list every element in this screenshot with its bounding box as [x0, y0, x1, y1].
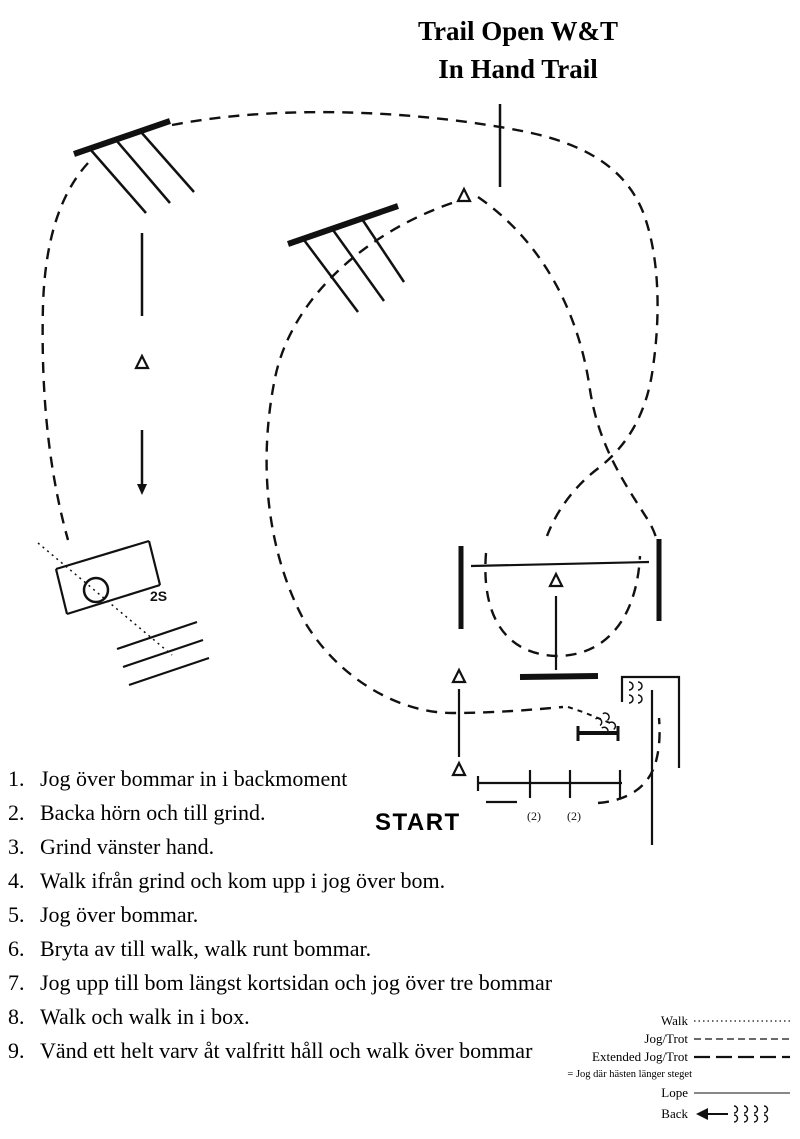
back-symbol-sample [696, 1105, 769, 1123]
instruction-item-5: 5. Jog över bommar. [8, 898, 573, 932]
cone-markers [134, 186, 564, 777]
instruction-text: Jog över bommar in i backmoment [40, 766, 348, 791]
cone-marker-top [456, 186, 472, 203]
walk-line-sample [694, 1020, 790, 1022]
legend-label-extended: Extended Jog/Trot [592, 1049, 688, 1064]
instruction-item-8: 8. Walk och walk in i box. [8, 1000, 573, 1034]
instruction-number: 5. [8, 902, 25, 927]
course-path-lines [41, 110, 662, 805]
legend-row-lope: Lope [542, 1084, 792, 1102]
instruction-number: 8. [8, 1004, 25, 1029]
path-left-descent [41, 162, 89, 541]
instruction-text: Grind vänster hand. [40, 834, 215, 859]
instruction-text: Vänd ett helt varv åt valfritt håll och … [40, 1038, 533, 1063]
path-obstacle-half-circle [484, 552, 642, 658]
title-line-2: In Hand Trail [438, 54, 598, 84]
instruction-number: 3. [8, 834, 25, 859]
instruction-text: Bryta av till walk, walk runt bommar. [40, 936, 372, 961]
path-big-center-loop [265, 201, 564, 715]
instruction-number: 7. [8, 970, 25, 995]
legend-note: = Jog där hästen länger steget [567, 1069, 692, 1080]
obstacle-gate [37, 539, 210, 687]
legend-label-back: Back [661, 1106, 688, 1121]
extended-jog-line-sample [694, 1055, 790, 1059]
instruction-text: Backa hörn och till grind. [40, 800, 266, 825]
cone-marker-lower-2 [451, 760, 467, 777]
instruction-text: Jog upp till bom längst kortsidan och jo… [40, 970, 553, 995]
cone-marker-lower-1 [451, 667, 467, 684]
instruction-number: 9. [8, 1038, 25, 1063]
obstacle-angled-poles-top-left [73, 118, 195, 214]
instruction-number: 1. [8, 766, 25, 791]
obstacle-right-bars [458, 539, 662, 680]
gate-label: 2S [150, 588, 167, 604]
path-loop-right-side [477, 196, 662, 558]
instruction-item-7: 7. Jog upp till bom längst kortsidan och… [8, 966, 573, 1000]
instruction-text: Walk och walk in i box. [40, 1004, 250, 1029]
instruction-item-9: 9. Vänd ett helt varv åt valfritt håll o… [8, 1034, 573, 1068]
instruction-text: Walk ifrån grind och kom upp i jog över … [40, 868, 446, 893]
back-turn-symbols [595, 681, 643, 736]
path-top-and-right-descent [171, 110, 659, 537]
direction-arrow [137, 484, 147, 495]
legend-label-lope: Lope [661, 1085, 688, 1100]
obstacle-left-pole-with-arrow [137, 233, 147, 495]
legend-row-back: Back [542, 1102, 792, 1126]
instruction-item-2: 2. Backa hörn och till grind. [8, 796, 573, 830]
pole-count-label-right: (2) [567, 809, 581, 823]
cone-marker-center [548, 571, 564, 588]
title-line-1: Trail Open W&T [417, 16, 619, 46]
gate-swing-dotted-line [37, 542, 173, 656]
instruction-number: 4. [8, 868, 25, 893]
legend-row-jog-trot: Jog/Trot [542, 1030, 792, 1048]
instruction-item-4: 4. Walk ifrån grind och kom upp i jog öv… [8, 864, 573, 898]
back-arrow-icon [696, 1108, 708, 1120]
instruction-number: 6. [8, 936, 25, 961]
instruction-number: 2. [8, 800, 25, 825]
back-hoof-symbols [733, 1105, 769, 1123]
start-label: START [375, 809, 461, 836]
obstacle-pole-fan-start [476, 770, 622, 804]
obstacle-angled-poles-middle [287, 203, 406, 313]
legend: Walk Jog/Trot Extended Jog/Trot = Jog dä… [542, 1012, 792, 1126]
instruction-text: Jog över bommar. [40, 902, 199, 927]
legend-label-jog-trot: Jog/Trot [644, 1031, 688, 1046]
path-bottom-right-curve [597, 717, 661, 805]
path-into-box [567, 706, 611, 724]
gate-latch-circle [82, 576, 110, 604]
pole-count-label-left: (2) [527, 809, 541, 823]
jog-trot-line-sample [694, 1038, 790, 1040]
legend-row-extended: Extended Jog/Trot [542, 1048, 792, 1066]
cone-marker-left [134, 353, 150, 370]
instruction-item-6: 6. Bryta av till walk, walk runt bommar. [8, 932, 573, 966]
legend-row-walk: Walk [542, 1012, 792, 1030]
page-title: Trail Open W&T In Hand Trail [240, 12, 796, 88]
instruction-item-3: 3. Grind vänster hand. [8, 830, 573, 864]
mini-jump [576, 726, 620, 741]
instruction-item-1: 1. Jog över bommar in i backmoment [8, 762, 573, 796]
instructions-list: 1. Jog över bommar in i backmoment 2. Ba… [8, 762, 573, 1068]
obstacle-box [576, 675, 681, 845]
lope-line-sample [694, 1092, 790, 1094]
legend-label-walk: Walk [660, 1013, 688, 1028]
